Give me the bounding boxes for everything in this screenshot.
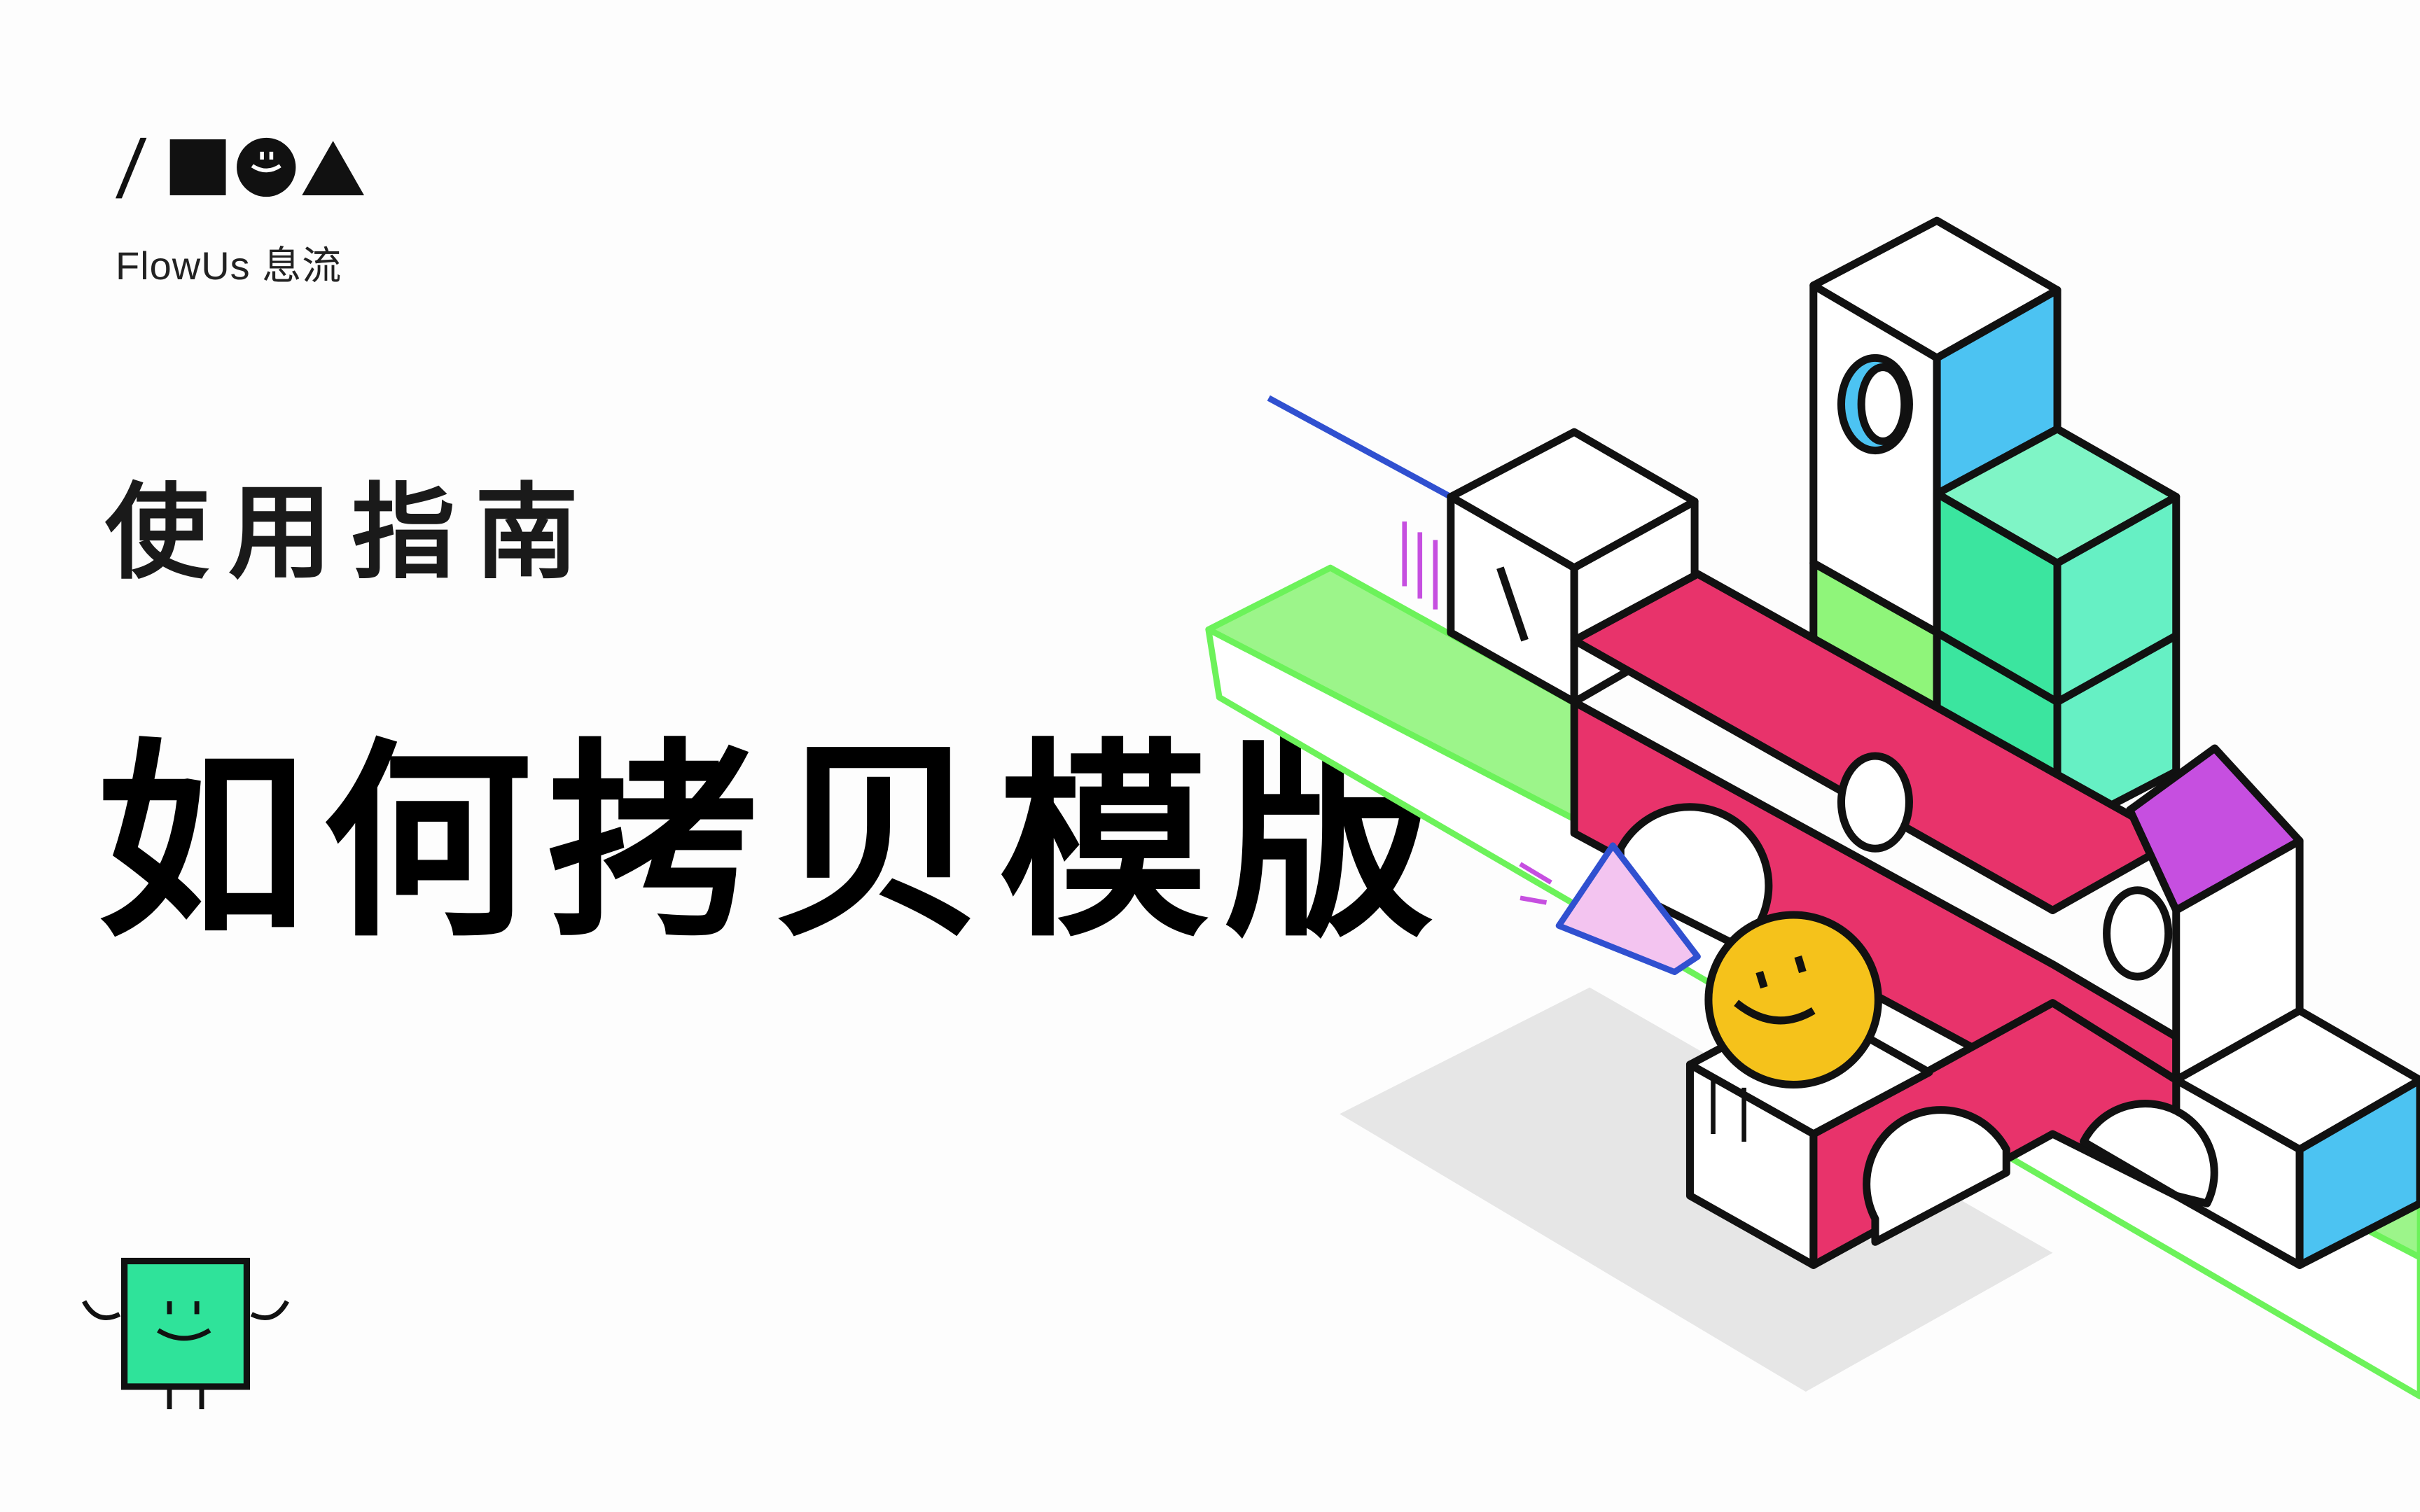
megaphone-icon <box>1519 842 1701 975</box>
triangle-shape <box>302 141 364 195</box>
cover-title: 如何拷贝模版 <box>97 721 1449 965</box>
square-shape <box>169 139 226 195</box>
slash-shape <box>116 137 147 199</box>
yellow-character <box>1704 911 1882 1142</box>
blue-line <box>1267 395 1452 500</box>
motion-lines <box>1402 521 1438 610</box>
cover-subtitle: 使用指南 <box>105 472 598 593</box>
purple-roof-block <box>2126 744 2304 1084</box>
brand-name: FlowUs 息流 <box>116 244 342 288</box>
mascot-icon <box>82 1257 289 1410</box>
smiley-circle-shape <box>237 137 296 197</box>
flowus-logo <box>116 137 364 199</box>
